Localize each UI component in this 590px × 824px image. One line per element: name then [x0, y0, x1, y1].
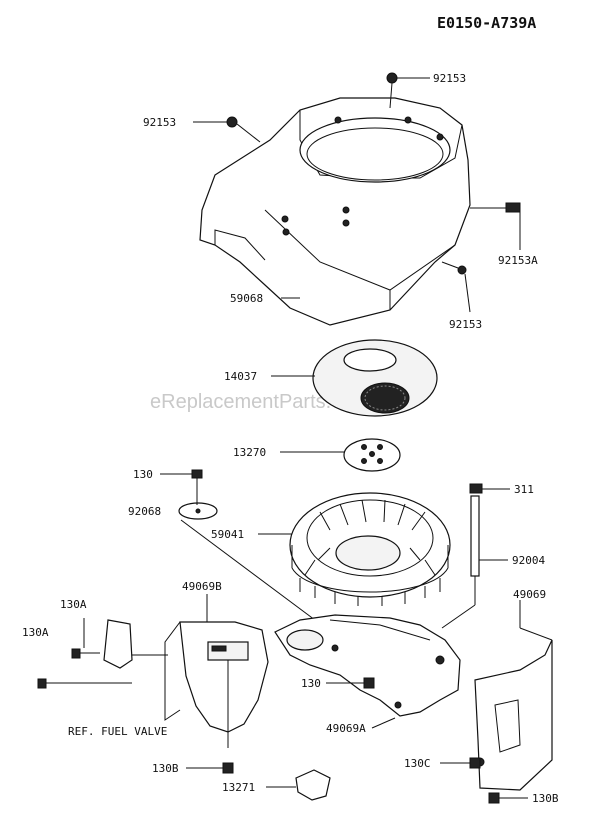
stud-92004: [441, 495, 508, 629]
label-130-top: 130: [133, 468, 153, 481]
baffle-49069B: [164, 594, 269, 748]
label-59041: 59041: [211, 528, 244, 541]
leader-line: [371, 717, 396, 729]
washer-92068: [178, 502, 218, 520]
label-92004: 92004: [512, 554, 545, 567]
baffle-49069: [474, 627, 553, 791]
bolt-92153-right: [441, 261, 471, 313]
bolt-130B-1: [186, 762, 234, 774]
baffle-49069A: [274, 614, 461, 717]
label-49069B: 49069B: [182, 580, 222, 593]
label-59068: 59068: [230, 292, 263, 305]
fuel-valve-bracket: [37, 618, 168, 689]
watermark: eReplacementParts.com: [150, 391, 369, 413]
nut-311: [469, 483, 510, 494]
leader-line: [180, 519, 316, 621]
label-311: 311: [514, 483, 534, 496]
label-49069A: 49069A: [326, 722, 366, 735]
label-130C: 130C: [404, 757, 431, 770]
label-92153-top: 92153: [433, 72, 466, 85]
screen-14037: [312, 339, 438, 417]
bolt-92153-top: [386, 72, 430, 109]
label-92068: 92068: [128, 505, 161, 518]
bolt-130B-2: [488, 792, 528, 804]
label-130A-1: 130A: [60, 598, 87, 611]
label-130A-2: 130A: [22, 626, 49, 639]
plate-13270: [343, 438, 401, 472]
label-ref-fuel-valve: REF. FUEL VALVE: [68, 725, 167, 738]
bolt-130-mid: [326, 677, 375, 689]
cooling-shroud-59068: [199, 97, 471, 326]
diagram-code: E0150-A739A: [437, 14, 536, 32]
fan-59041: [289, 492, 451, 606]
label-92153-left: 92153: [143, 116, 176, 129]
label-13270: 13270: [233, 446, 266, 459]
label-49069: 49069: [513, 588, 546, 601]
label-14037: 14037: [224, 370, 257, 383]
bolt-130-top: [160, 469, 203, 505]
bolt-130C: [440, 757, 481, 769]
label-92153A: 92153A: [498, 254, 538, 267]
label-130B-2: 130B: [532, 792, 559, 805]
bolt-92153-left: [193, 116, 261, 143]
label-130B-1: 130B: [152, 762, 179, 775]
label-13271: 13271: [222, 781, 255, 794]
label-130-mid: 130: [301, 677, 321, 690]
bolt-92153A: [470, 202, 521, 250]
label-92153-right: 92153: [449, 318, 482, 331]
bracket-13271: [266, 769, 331, 801]
